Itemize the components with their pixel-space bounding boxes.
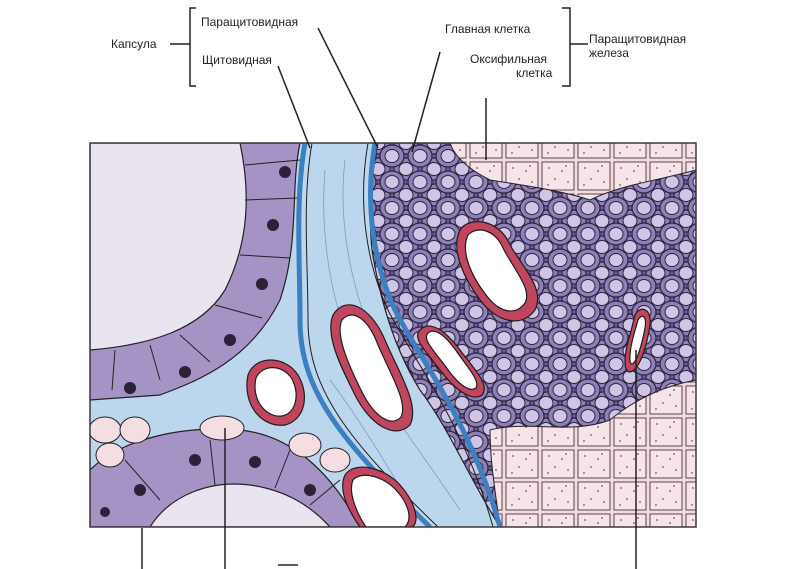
label-parathyroid-gland-line2: железа — [589, 46, 629, 60]
label-parathyroid-gland-line1: Паращитовидная — [589, 32, 687, 46]
thyroid-follicle-upper — [90, 143, 301, 401]
parafollicular-cells — [90, 415, 351, 473]
diagram-frame — [89, 142, 697, 528]
label-capsule: Капсула — [111, 37, 157, 51]
capsule — [296, 143, 503, 527]
label-chief-cell: Главная клетка — [445, 22, 531, 36]
parathyroid-tissue — [369, 143, 696, 527]
label-oxyphil-cell-line2: клетка — [516, 66, 553, 80]
label-thyroid-capsule: Щитовидная — [202, 53, 272, 67]
label-oxyphil-cell-line1: Оксифильная — [470, 52, 548, 66]
label-parathyroid-capsule: Паращитовидная — [201, 15, 299, 29]
leader-lines — [141, 7, 637, 569]
blood-vessels — [246, 221, 651, 527]
